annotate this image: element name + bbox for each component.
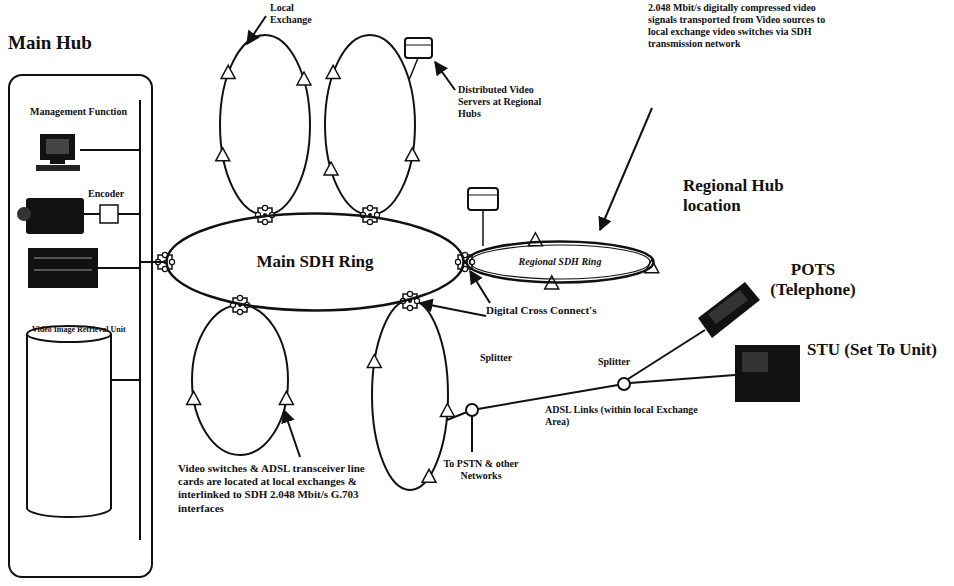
cross-connect-symbol <box>367 205 372 210</box>
sdh-ring: Main SDH Ring <box>165 212 465 312</box>
exchange-node-triangle <box>405 148 419 161</box>
panel-heading: Main Hub <box>8 32 153 54</box>
ring-outline <box>470 245 650 279</box>
local-exchange-ring <box>187 35 659 490</box>
callout-label: Digital Cross Connect's <box>486 304 596 317</box>
adsl-link <box>628 330 705 379</box>
splitter-symbol <box>618 378 630 390</box>
callout-label: Management Function <box>30 106 130 118</box>
exchange-node-triangle <box>326 65 340 78</box>
regional-sdh-ring: Regional SDH Ring <box>465 240 655 284</box>
network-link <box>153 261 165 263</box>
exchange-node-triangle <box>367 355 381 368</box>
callout-arrow <box>600 108 652 230</box>
local-exchange-ring <box>325 35 415 215</box>
exchange-node-triangle <box>221 65 235 78</box>
location-label: Regional Hub location <box>683 176 833 217</box>
adsl-link <box>471 416 473 452</box>
cylinder-outline <box>26 325 112 517</box>
video-unit-icon <box>34 269 92 271</box>
video-server-icon <box>468 195 498 196</box>
splitter-label: Splitter <box>598 356 658 368</box>
computer-icon <box>46 139 69 154</box>
exchange-node-triangle <box>279 391 293 404</box>
set-top-unit-icon <box>735 345 800 402</box>
note-text: Video switches & ADSL transceiver line c… <box>178 462 374 515</box>
hub-bus <box>84 213 100 215</box>
adsl-link <box>447 330 735 452</box>
callout-label: Encoder <box>88 188 138 200</box>
video-unit-icon <box>34 257 92 259</box>
set-top-unit-icon <box>735 345 800 402</box>
hub-bus <box>98 267 140 269</box>
cross-connect-symbol <box>169 259 174 264</box>
node-label: Main SDH Ring <box>256 252 373 272</box>
exchange-node-triangle <box>422 469 436 482</box>
cross-connect-symbol <box>455 259 460 264</box>
cross-connect-symbol <box>414 298 419 303</box>
video-unit-icon <box>28 248 98 288</box>
callout-arrow <box>435 62 455 90</box>
storage-cylinder: Video Image Retrieval Unit <box>26 325 112 517</box>
node-label: Regional SDH Ring <box>519 256 602 268</box>
ring-outline <box>167 214 464 311</box>
encoder-icon <box>100 205 118 223</box>
telephone-icon <box>698 282 760 338</box>
cross-connect-symbol <box>407 291 412 296</box>
video-server-icon <box>409 58 418 80</box>
node-label: Video Image Retrieval Unit <box>32 325 106 509</box>
ring-outline <box>467 242 654 283</box>
local-exchange-ring <box>192 305 288 455</box>
hub-bus <box>118 213 140 215</box>
telephone-icon <box>698 282 760 338</box>
video-unit-icon <box>28 248 98 288</box>
exchange-node-triangle <box>297 72 311 85</box>
cross-connect-symbol <box>262 205 267 210</box>
video-server-icon <box>405 45 432 46</box>
cross-connect-symbol <box>155 205 474 314</box>
note-text: 2.048 Mbit/s digitally compressed video … <box>648 2 838 50</box>
cross-connect-symbol <box>262 219 267 224</box>
cylinder-outline <box>27 334 111 517</box>
encoder-icon <box>17 207 31 221</box>
exchange-node-triangle <box>324 162 338 175</box>
exchange-node-triangle <box>528 233 542 246</box>
computer-icon <box>40 134 75 160</box>
splitter-label: Splitter <box>480 352 540 364</box>
adsl-link <box>630 375 735 383</box>
cross-connect-symbol <box>367 219 372 224</box>
device-label: STU (Set To Unit) <box>806 340 938 360</box>
splitter-symbol <box>466 404 478 416</box>
exchange-node-triangle <box>440 403 454 416</box>
video-server-icon <box>405 38 432 58</box>
video-server-icon <box>405 38 498 246</box>
hub-bus <box>80 149 140 151</box>
callout-label: To PSTN & other Networks <box>440 458 522 482</box>
computer-icon <box>50 160 65 164</box>
encoder-icon <box>17 198 118 234</box>
local-exchange-ring <box>220 35 310 215</box>
callout-label: Local Exchange <box>270 2 330 26</box>
callout-arrow <box>284 410 300 457</box>
local-exchange-ring <box>372 300 448 490</box>
hub-bus <box>139 100 141 540</box>
cross-connect-symbol <box>237 309 242 314</box>
callout-label: Distributed Video Servers at Regional Hu… <box>458 84 566 120</box>
computer-icon <box>36 165 80 171</box>
cross-connect-symbol <box>237 295 242 300</box>
device-label: POTS (Telephone) <box>752 260 874 301</box>
callout-arrow <box>247 16 652 457</box>
computer-icon <box>36 134 80 171</box>
link-label: ADSL Links (within local Exchange Area) <box>545 404 705 428</box>
video-server-icon <box>468 188 498 210</box>
set-top-unit-icon <box>742 352 768 372</box>
encoder-icon <box>26 198 84 234</box>
exchange-node-triangle <box>187 391 201 404</box>
hub-bus <box>112 379 140 381</box>
cross-connect-symbol <box>407 305 412 310</box>
telephone-icon <box>708 290 748 324</box>
exchange-node-triangle <box>216 148 230 161</box>
video-server-icon <box>482 210 484 246</box>
